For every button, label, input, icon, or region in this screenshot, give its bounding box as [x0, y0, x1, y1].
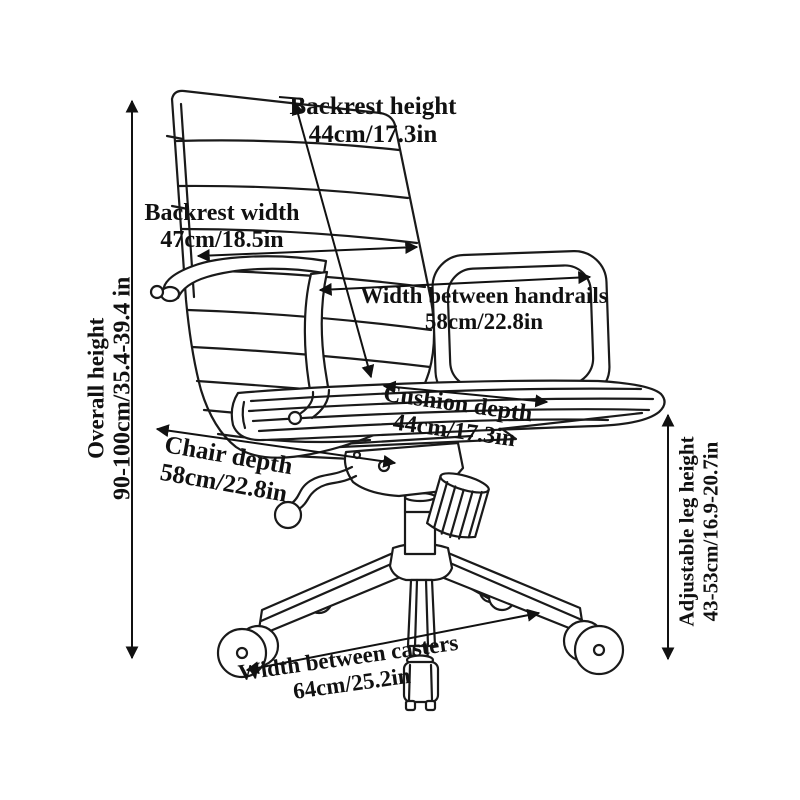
backrest-height-value: 44cm/17.3in — [308, 121, 438, 148]
dimension-arrows — [125, 96, 675, 675]
overall-height-value: 90-100cm/35.4-39.4 in — [109, 276, 136, 500]
backrest-width-title: Backrest width — [144, 200, 300, 226]
handrails-width-arrow — [318, 271, 592, 296]
label-adjustable-leg-height: Adjustable leg height 43-53cm/16.9-20.7i… — [674, 392, 722, 672]
casters-width-arrow — [245, 608, 541, 675]
overall-height-title: Overall height — [83, 317, 109, 459]
backrest-width-value: 47cm/18.5in — [160, 226, 284, 253]
cushion-depth-arrow — [382, 380, 549, 408]
backrest-height-tick — [278, 96, 304, 100]
ribbed-adjustment-knob — [425, 472, 490, 540]
backrest-height-arrow — [291, 101, 375, 379]
backrest-height-title: Backrest height — [289, 93, 457, 120]
tilt-lever — [273, 465, 358, 530]
label-overall-height: Overall height 90-100cm/35.4-39.4 in — [84, 238, 137, 538]
handrails-value: 58cm/22.8in — [424, 308, 544, 334]
label-backrest-height: Backrest height 44cm/17.3in — [223, 93, 523, 149]
right-caster — [562, 619, 625, 676]
armrest-seat-bolt — [287, 388, 331, 426]
adjustable-leg-value: 43-53cm/16.9-20.7in — [698, 441, 722, 622]
handrails-title: Width between handrails — [360, 283, 608, 308]
label-width-between-handrails: Width between handrails 58cm/22.8in — [324, 283, 644, 335]
chair-depth-arrow — [155, 424, 397, 468]
label-backrest-width: Backrest width 47cm/18.5in — [72, 200, 372, 254]
backrest-width-arrow — [196, 240, 419, 263]
adjustable-leg-title: Adjustable leg height — [674, 436, 699, 627]
